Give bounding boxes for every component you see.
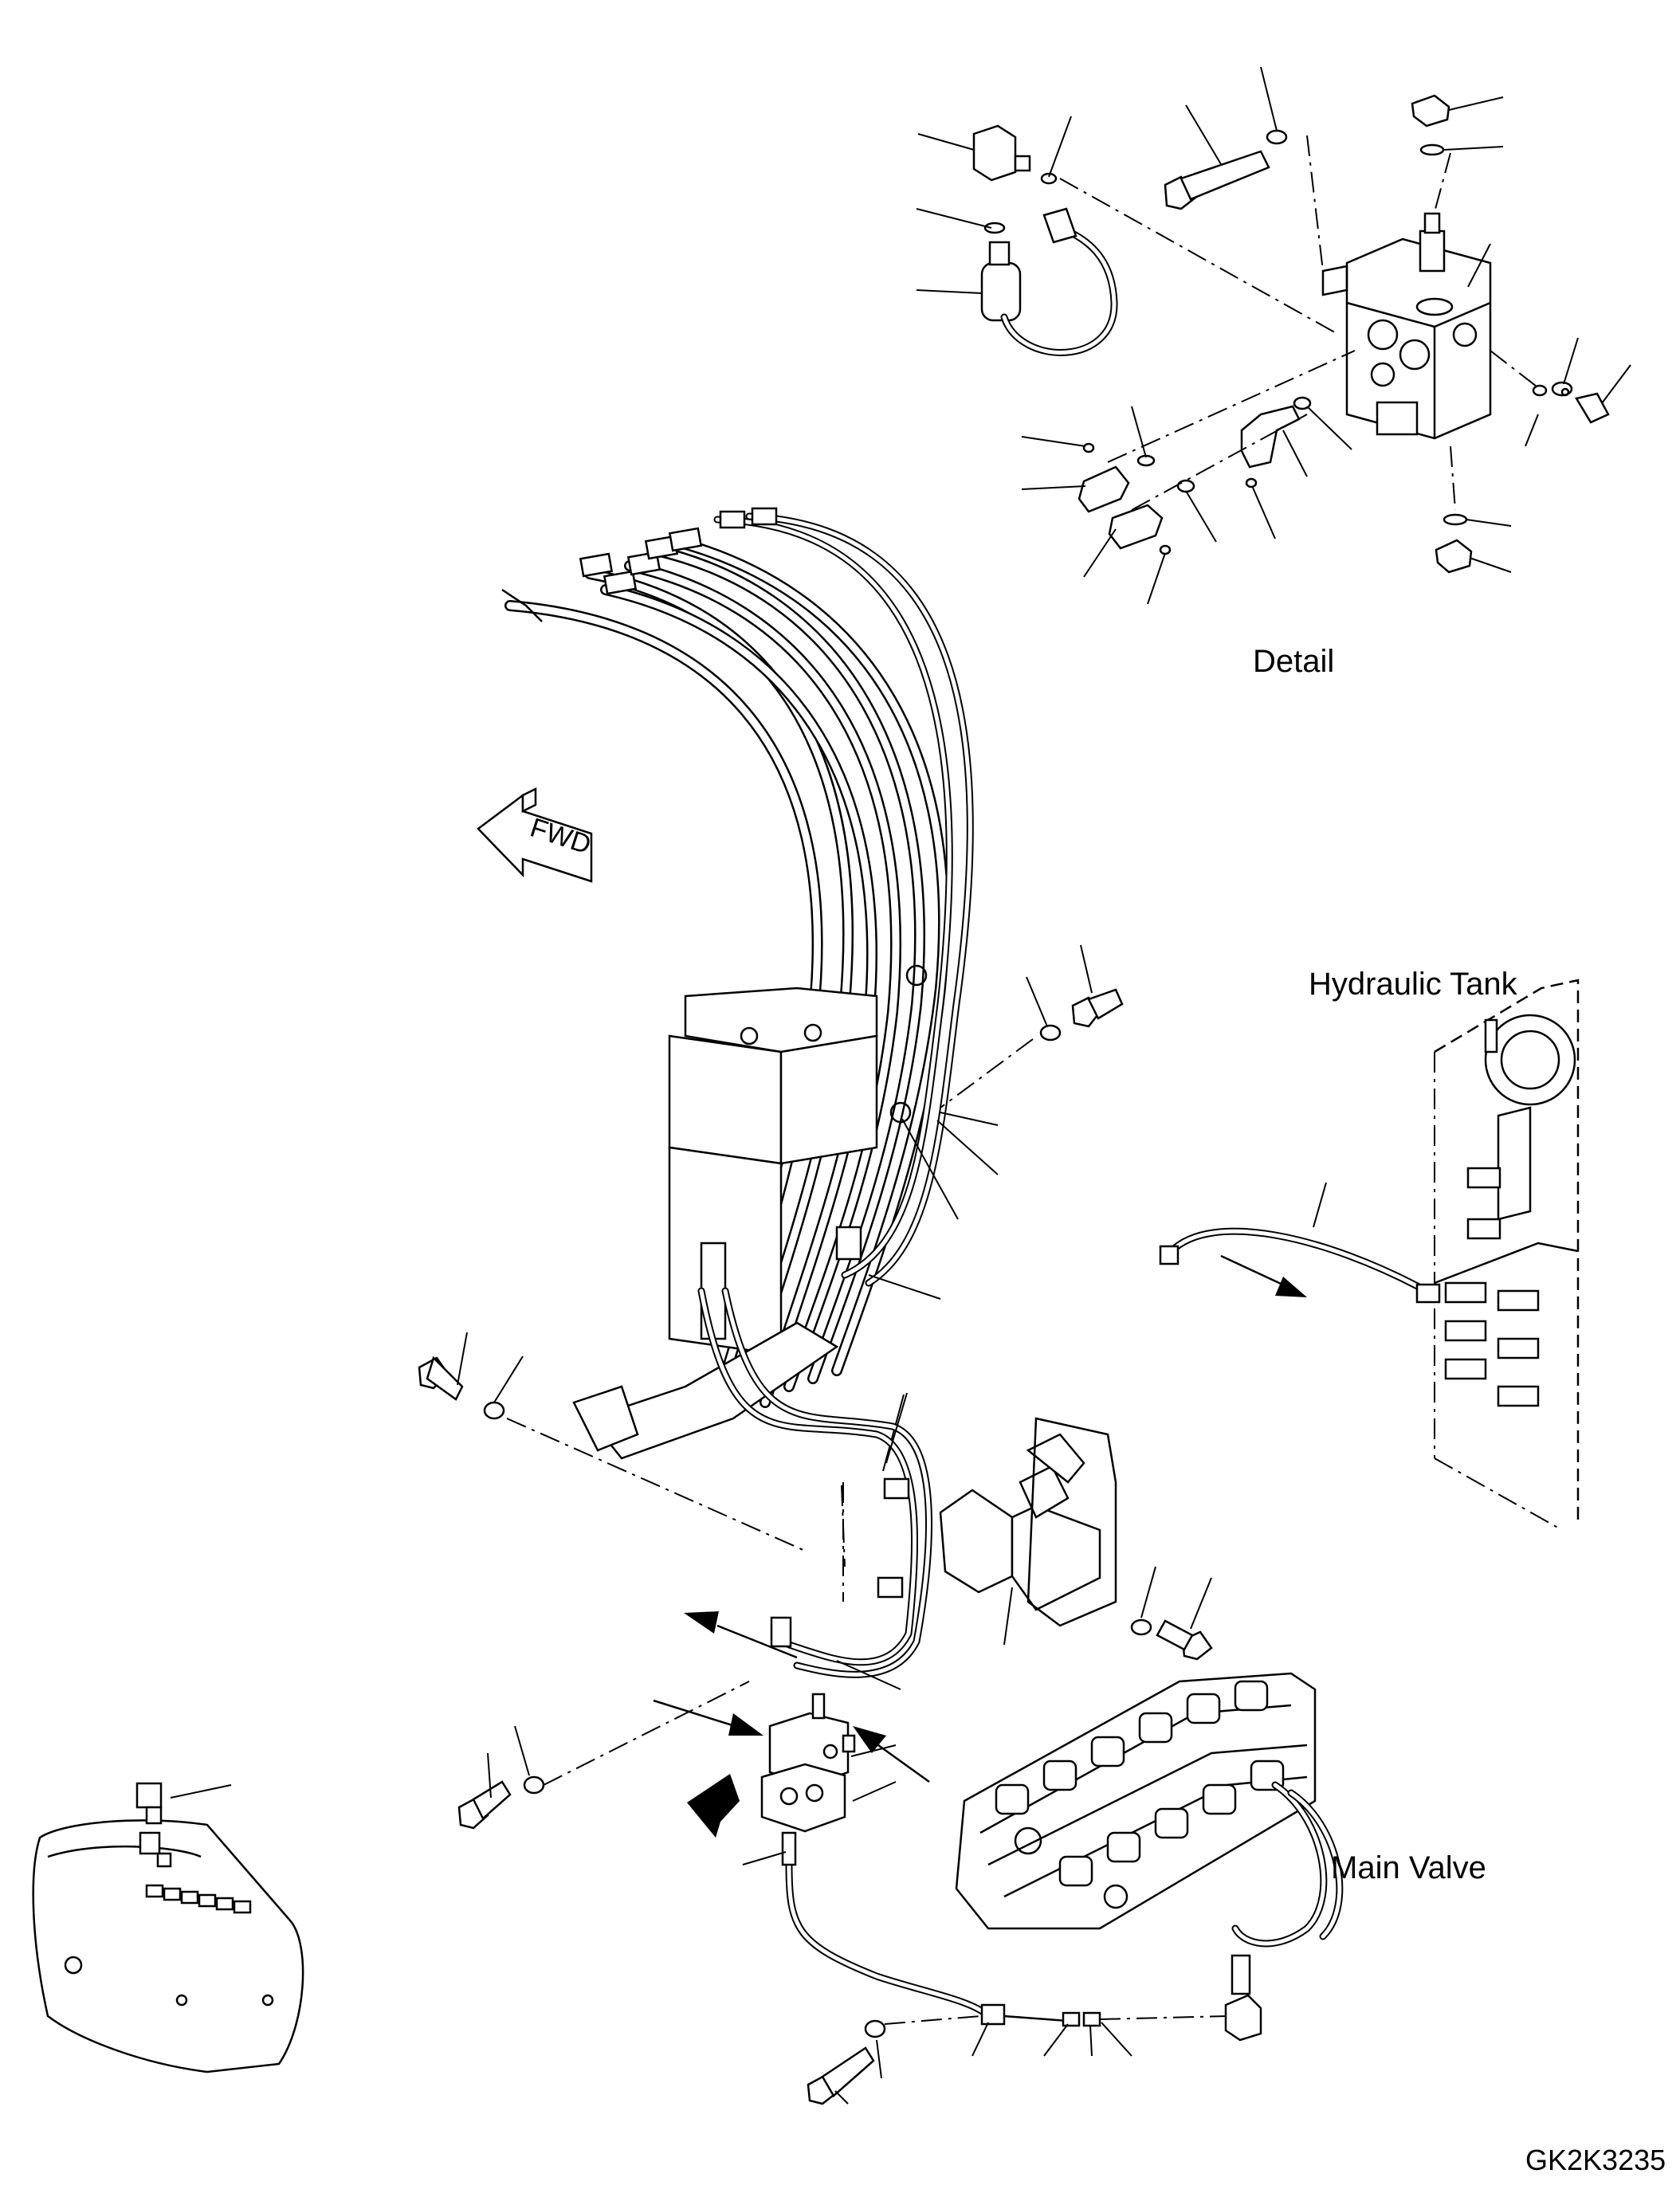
console-inset	[32, 1782, 304, 2073]
top-plug	[1411, 94, 1450, 156]
drawing-code: GK2K3235	[1525, 2144, 1666, 2176]
left-bolt	[418, 1332, 806, 1552]
clamp-bolt	[940, 944, 1124, 1108]
lower-pilot-hoses	[697, 1287, 932, 1690]
bottom-left-bolt	[457, 1681, 750, 1830]
tank-return-hose	[1159, 1182, 1441, 1304]
solenoid-valve-block	[1321, 212, 1492, 440]
elbow-fittings	[1077, 396, 1312, 555]
pressure-switch	[972, 124, 1118, 356]
main-valve-label: Main Valve	[1331, 1850, 1486, 1885]
long-bolt	[1164, 129, 1288, 210]
detail-label: Detail	[1253, 644, 1335, 679]
direction-arrows	[653, 1611, 930, 1838]
bottom-bolt	[807, 2015, 981, 2105]
pilot-valve-mount	[572, 964, 928, 1460]
side-fittings	[1532, 381, 1610, 424]
hydraulic-tank-label: Hydraulic Tank	[1309, 967, 1517, 1002]
selector-valve	[760, 1693, 897, 1833]
hydraulic-tank	[1434, 979, 1580, 1531]
mounting-bracket	[939, 1417, 1213, 1661]
drain-hose	[742, 1831, 1262, 2057]
detail-view	[916, 66, 1631, 605]
forward-arrow-icon: FWD	[477, 787, 595, 883]
switch-panel	[145, 1884, 252, 1914]
main-valve	[955, 1672, 1344, 1948]
bottom-plug	[1435, 513, 1473, 574]
